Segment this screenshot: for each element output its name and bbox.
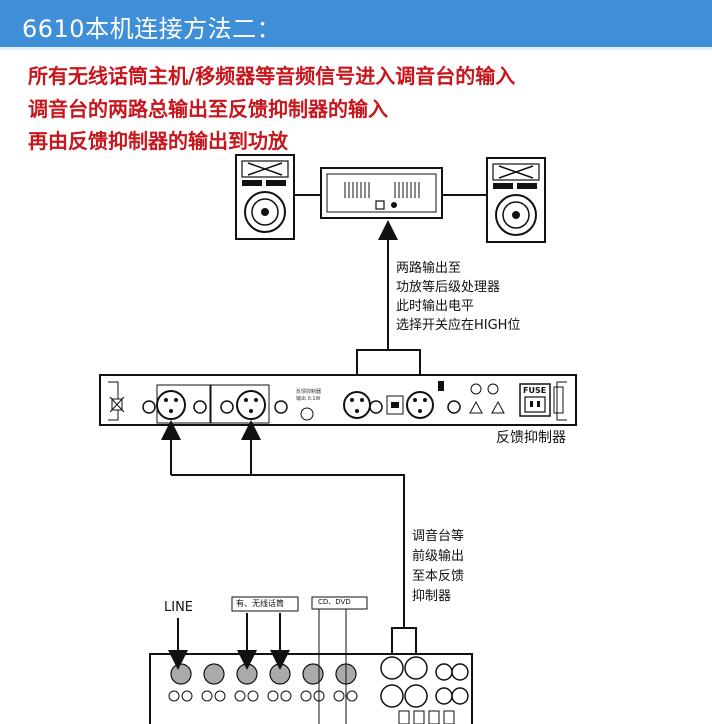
mixer-out-label-3: 至本反馈 — [412, 569, 465, 584]
speaker-left-icon — [235, 154, 295, 240]
to-amp-label-3: 此时输出电平 — [396, 299, 475, 314]
mixer-out-label-4: 抑制器 — [412, 589, 452, 604]
xlr-input-2-icon — [236, 390, 266, 420]
amplifier-icon — [320, 167, 443, 219]
mixer-device — [149, 653, 473, 724]
to-amp-label-1: 两路输出至 — [396, 261, 462, 276]
mixer-out-label-2: 前级输出 — [412, 549, 465, 564]
speaker-right-icon — [486, 157, 546, 243]
xlr-output-2-icon — [406, 391, 434, 419]
mixer-out-label-1: 调音台等 — [412, 529, 465, 544]
warning-icon — [469, 400, 483, 414]
wireless-mic-box — [231, 596, 299, 612]
note-line-3: 再由反馈抑制器的输出到功放 — [28, 129, 288, 153]
recycle-bin-icon — [109, 396, 125, 413]
cd-dvd-box — [311, 596, 368, 610]
cd-dvd-cable — [318, 609, 347, 724]
xlr-input-1-icon — [156, 390, 186, 420]
svg-text:反馈抑制器: 反馈抑制器 — [296, 388, 321, 395]
power-socket-icon — [524, 396, 546, 413]
wireless-mic-label: 有、无线话筒 — [236, 599, 284, 608]
note-line-1: 所有无线话筒主机/移频器等音频信号进入调音台的输入 — [28, 64, 516, 88]
to-amp-label-2: 功放等后级处理器 — [396, 280, 501, 295]
to-amp-label-4: 选择开关应在HIGH位 — [396, 318, 521, 333]
fuse-label: FUSE — [523, 386, 546, 395]
mixer-to-suppressor-cable — [251, 474, 405, 628]
input-knob-icon — [170, 663, 192, 685]
line-input-label: LINE — [164, 600, 194, 615]
note-line-2: 调音台的两路总输出至反馈抑制器的输入 — [28, 97, 388, 121]
title-bar: 6610本机连接方法二： — [0, 0, 712, 50]
output-bracket — [356, 349, 421, 375]
cd-dvd-label: CD、DVD — [318, 598, 351, 606]
page-title: 6610本机连接方法二： — [22, 15, 282, 43]
feedback-suppressor-device: 反馈抑制器 输出 0.1W FUSE — [99, 374, 577, 426]
xlr-output-1-icon — [343, 391, 371, 419]
svg-text:输出 0.1W: 输出 0.1W — [296, 395, 321, 402]
feedback-suppressor-label: 反馈抑制器 — [496, 430, 566, 446]
mixer-output-bracket — [391, 627, 417, 654]
